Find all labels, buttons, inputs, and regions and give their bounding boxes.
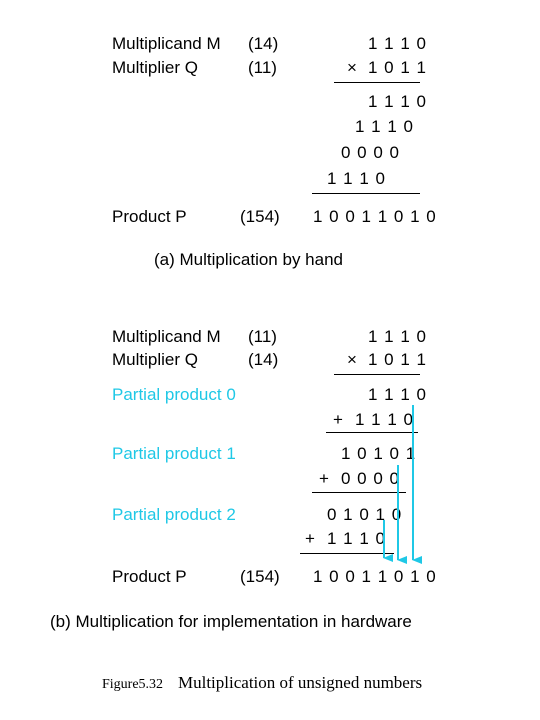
partial-product-1-label: Partial product 1 [112,444,236,463]
partial-row: 0 0 0 0 [341,143,400,162]
partial-row: 1 1 1 0 [355,117,414,136]
rule-line [334,82,420,83]
partial-product-2-bits: 0 1 0 1 0 [327,505,403,524]
multiplier-value: (14) [248,350,279,369]
caption-a: (a) Multiplication by hand [154,250,343,269]
multiplier-bits: 1 0 1 1 [368,58,427,77]
figure-title: Multiplication of unsigned numbers [178,673,423,692]
product-value: (154) [240,207,280,226]
caption-b: (b) Multiplication for implementation in… [50,612,412,631]
partial-product-1-bits: 1 0 1 0 1 [341,444,417,463]
plus-sign: + [319,469,329,488]
rule-line [312,492,406,493]
rule-line [300,553,394,554]
rule-line [312,193,420,194]
product-label: Product P [112,567,187,586]
figure-number: Figure5.32 [102,677,164,692]
multiplier-value: (11) [248,58,277,77]
partial-product-0-bits: 1 1 1 0 [368,385,427,404]
rule-line [334,374,420,375]
multiplicand-bits: 1 1 1 0 [368,327,427,346]
addend-1-bits: 1 1 1 0 [355,410,414,429]
partial-product-2-label: Partial product 2 [112,505,236,524]
multiply-sign: × [347,350,357,369]
multiplicand-value: (11) [248,327,277,346]
multiplier-bits: 1 0 1 1 [368,350,427,369]
multiplicand-label: Multiplicand M [112,327,221,346]
plus-sign: + [305,529,315,548]
multiplicand-value: (14) [248,34,279,53]
multiplicand-label: Multiplicand M [112,34,221,53]
addend-3-bits: 1 1 1 0 [327,529,386,548]
product-value: (154) [240,567,280,586]
product-label: Product P [112,207,187,226]
multiplier-label: Multiplier Q [112,350,198,369]
partial-row: 1 1 1 0 [368,92,427,111]
addend-2-bits: 0 0 0 0 [341,469,400,488]
multiplier-label: Multiplier Q [112,58,198,77]
rule-line [326,432,418,433]
multiplicand-bits: 1 1 1 0 [368,34,427,53]
partial-row: 1 1 1 0 [327,169,386,188]
partial-product-0-label: Partial product 0 [112,385,236,404]
product-bits: 1 0 0 1 1 0 1 0 [313,567,437,586]
product-bits: 1 0 0 1 1 0 1 0 [313,207,437,226]
multiply-sign: × [347,58,357,77]
plus-sign: + [333,410,343,429]
